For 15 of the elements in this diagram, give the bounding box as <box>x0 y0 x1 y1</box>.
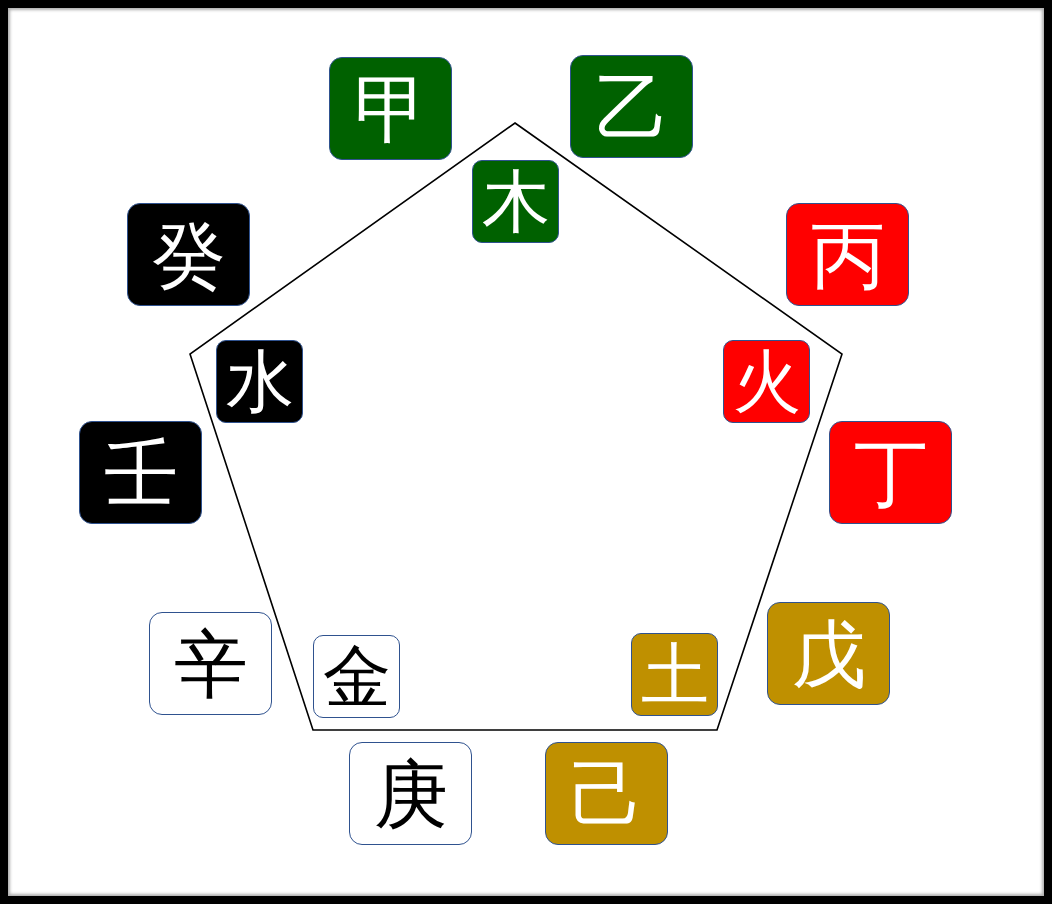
element-tile: 水 <box>216 340 303 423</box>
stem-tile: 乙 <box>570 55 693 158</box>
stem-tile: 戊 <box>767 602 890 705</box>
stem-tile: 辛 <box>149 612 272 715</box>
stem-tile: 己 <box>545 742 668 845</box>
stem-tile: 庚 <box>349 742 472 845</box>
stem-tile: 癸 <box>127 203 250 306</box>
stem-tile: 丙 <box>786 203 909 306</box>
element-tile: 金 <box>313 635 400 718</box>
element-tile: 火 <box>723 340 810 423</box>
element-tile: 木 <box>472 160 559 243</box>
stem-tile: 甲 <box>329 57 452 160</box>
element-tile: 土 <box>631 633 718 716</box>
stem-tile: 丁 <box>829 421 952 524</box>
stem-tile: 壬 <box>79 421 202 524</box>
